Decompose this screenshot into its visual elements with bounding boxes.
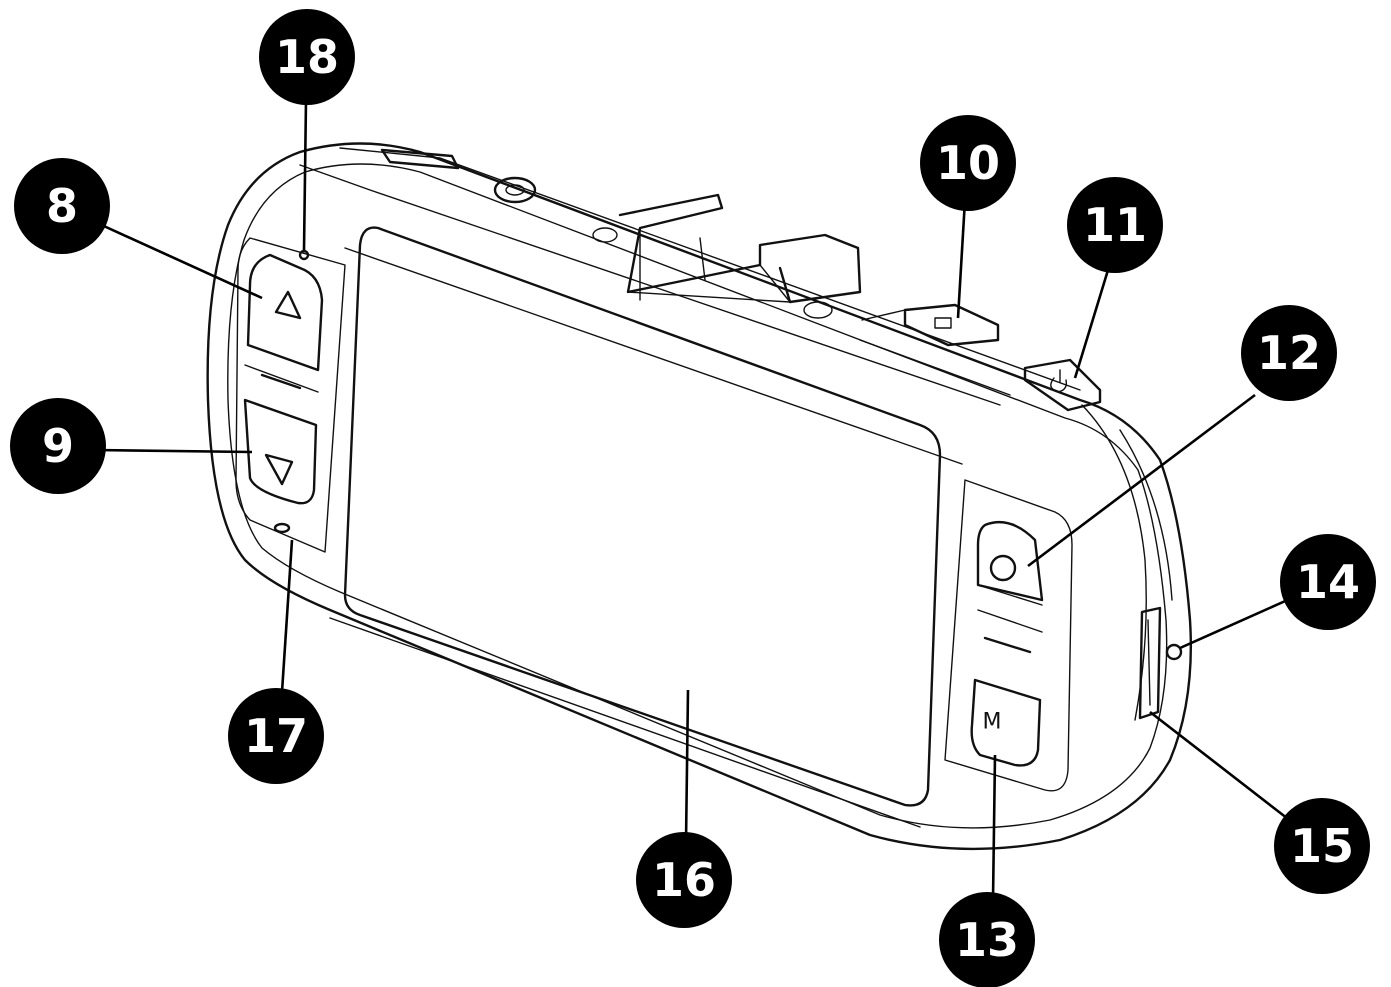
mode-button[interactable] [970, 678, 1042, 767]
callout-17: 17 [228, 688, 324, 784]
up-button[interactable] [246, 253, 324, 372]
svg-text:10: 10 [936, 136, 1000, 190]
camera-icon [934, 317, 952, 329]
callout-11: 11 [1067, 177, 1163, 273]
top-buttons [859, 303, 1102, 412]
led-indicator-icon [298, 249, 310, 261]
callout-10: 10 [920, 115, 1016, 211]
callout-18: 18 [259, 9, 355, 105]
power-icon [1050, 369, 1068, 393]
svg-text:16: 16 [652, 853, 716, 907]
svg-text:8: 8 [46, 179, 78, 233]
callout-13: 13 [939, 892, 1035, 987]
callout-9: 9 [10, 398, 106, 494]
ok-circle-icon [989, 554, 1017, 582]
down-button[interactable] [243, 398, 318, 505]
callout-12: 12 [1241, 305, 1337, 401]
power-button[interactable] [1023, 358, 1102, 412]
right-button-cluster: M [944, 479, 1073, 792]
mode-button-glyph: M [983, 710, 1002, 735]
svg-text:15: 15 [1290, 819, 1354, 873]
svg-text:13: 13 [955, 913, 1019, 967]
callout-8: 8 [14, 158, 110, 254]
svg-text:9: 9 [42, 419, 74, 473]
svg-text:11: 11 [1083, 198, 1147, 252]
callout-15: 15 [1274, 798, 1370, 894]
lcd-screen [329, 226, 963, 828]
callout-14: 14 [1280, 534, 1376, 630]
svg-text:18: 18 [275, 30, 339, 84]
leader-lines [94, 99, 1293, 901]
svg-text:17: 17 [244, 709, 308, 763]
down-triangle-icon [264, 453, 294, 486]
microphone-hole [273, 522, 291, 534]
svg-text:12: 12 [1257, 326, 1321, 380]
svg-text:14: 14 [1296, 555, 1360, 609]
up-triangle-icon [274, 290, 302, 320]
left-button-cluster [235, 237, 346, 553]
snapshot-button[interactable] [903, 303, 1000, 347]
callout-16: 16 [636, 832, 732, 928]
device-body [206, 142, 1193, 851]
ok-button[interactable] [976, 520, 1044, 602]
